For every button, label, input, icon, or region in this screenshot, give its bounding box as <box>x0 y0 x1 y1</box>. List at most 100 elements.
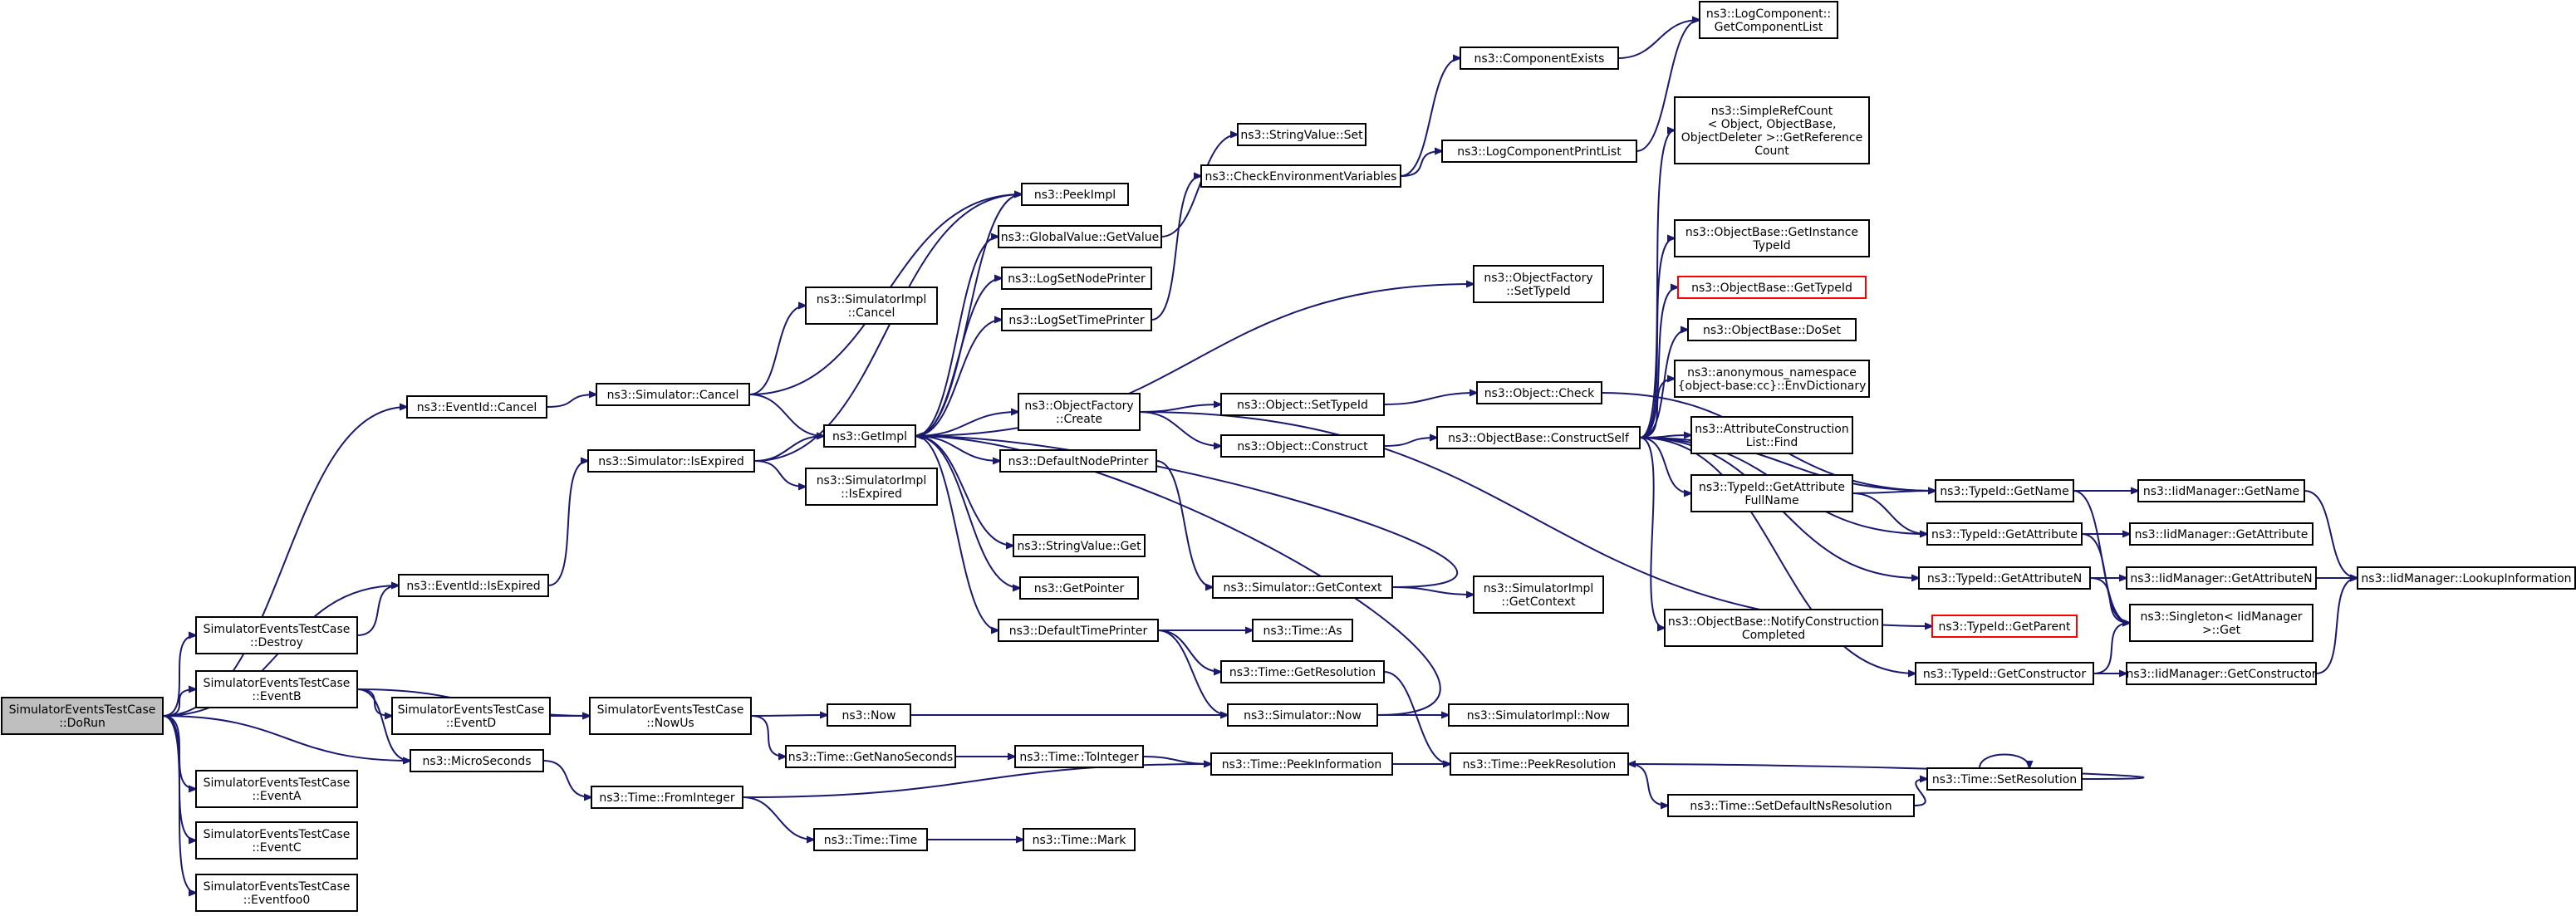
node-label-line: ::GetContext <box>1501 595 1576 609</box>
node-logsettimeprinter[interactable]: ns3::LogSetTimePrinter <box>1001 308 1152 331</box>
node-root[interactable]: SimulatorEventsTestCase::DoRun <box>1 697 164 735</box>
node-box <box>1212 576 1393 599</box>
node-eventfoo0[interactable]: SimulatorEventsTestCase::Eventfoo0 <box>195 874 358 912</box>
node-simimpl-getcontext[interactable]: ns3::SimulatorImpl::GetContext <box>1473 576 1604 614</box>
node-label-line: ns3::PeekImpl <box>1034 189 1116 202</box>
node-simimpl-now[interactable]: ns3::SimulatorImpl::Now <box>1448 703 1629 727</box>
call-edge-eventid-isexpired-to-sim-isexpired <box>547 461 588 586</box>
node-simplerefcount[interactable]: ns3::SimpleRefCount< Object, ObjectBase,… <box>1674 96 1870 164</box>
node-eventa[interactable]: SimulatorEventsTestCase::EventA <box>195 770 358 808</box>
node-iidmanager-getconstructor[interactable]: ns3::IidManager::GetConstructor <box>2126 662 2317 685</box>
node-label-line: ns3::Time::SetDefaultNsResolution <box>1690 800 1892 813</box>
node-logcomponent-getcomponentlist[interactable]: ns3::LogComponent::GetComponentList <box>1699 1 1838 39</box>
node-getimpl[interactable]: ns3::GetImpl <box>823 424 916 448</box>
node-label-line: ns3::TypeId::GetAttribute <box>1699 481 1845 494</box>
node-eventc[interactable]: SimulatorEventsTestCase::EventC <box>195 821 358 860</box>
node-label-line: ns3::EventId::Cancel <box>417 401 537 414</box>
node-iidmanager-getattributen[interactable]: ns3::IidManager::GetAttributeN <box>2126 566 2317 590</box>
node-object-construct[interactable]: ns3::Object::Construct <box>1220 434 1385 458</box>
node-objectfactory-settypeid[interactable]: ns3::ObjectFactory::SetTypeId <box>1473 265 1604 303</box>
call-edge-getimpl-to-logsettimeprinter <box>915 320 1002 437</box>
node-getpointer[interactable]: ns3::GetPointer <box>1019 576 1139 600</box>
node-typeid-getattributen[interactable]: ns3::TypeId::GetAttributeN <box>1918 566 2091 590</box>
node-objectbase-doset[interactable]: ns3::ObjectBase::DoSet <box>1687 318 1857 341</box>
node-box <box>999 449 1157 473</box>
node-envdictionary[interactable]: ns3::anonymous_namespace{object-base:cc}… <box>1674 360 1870 398</box>
node-time-tointeger[interactable]: ns3::Time::ToInteger <box>1014 745 1144 768</box>
node-label-line: ns3::IidManager::GetName <box>2143 485 2299 498</box>
node-box <box>805 287 938 325</box>
node-objectfactory-create[interactable]: ns3::ObjectFactory::Create <box>1018 393 1141 431</box>
node-time-peekresolution[interactable]: ns3::Time::PeekResolution <box>1450 752 1629 776</box>
node-globalvalue-getvalue[interactable]: ns3::GlobalValue::GetValue <box>998 225 1162 248</box>
node-typeid-getparent[interactable]: ns3::TypeId::GetParent <box>1931 615 2078 638</box>
node-label-line: FullName <box>1744 494 1798 507</box>
call-edge-sim-isexpired-to-simimpl-isexpired <box>753 460 806 487</box>
node-checkenvvars[interactable]: ns3::CheckEnvironmentVariables <box>1200 164 1401 188</box>
node-label-line: ns3::Simulator::GetContext <box>1223 581 1382 595</box>
node-eventd[interactable]: SimulatorEventsTestCase::EventD <box>391 697 551 735</box>
node-time-mark[interactable]: ns3::Time::Mark <box>1023 828 1136 851</box>
node-time-getresolution[interactable]: ns3::Time::GetResolution <box>1220 660 1385 683</box>
node-iidmanager-getattribute[interactable]: ns3::IidManager::GetAttribute <box>2129 522 2313 546</box>
node-object-settypeid[interactable]: ns3::Object::SetTypeId <box>1220 393 1385 416</box>
node-box <box>1220 660 1385 683</box>
node-iidmanager-lookupinformation[interactable]: ns3::IidManager::LookupInformation <box>2357 566 2576 590</box>
node-label-line: ns3::Time::ToInteger <box>1019 751 1139 764</box>
node-singleton-get[interactable]: ns3::Singleton< IidManager>::Get <box>2129 604 2313 642</box>
node-box <box>2129 604 2313 642</box>
node-box <box>596 383 750 406</box>
node-logcomponentprintlist[interactable]: ns3::LogComponentPrintList <box>1441 140 1637 163</box>
node-label-line: ns3::Singleton< IidManager <box>2141 610 2303 624</box>
node-typeid-getname[interactable]: ns3::TypeId::GetName <box>1935 479 2074 502</box>
node-iidmanager-getname[interactable]: ns3::IidManager::GetName <box>2137 479 2305 502</box>
node-box <box>195 770 358 808</box>
node-objectbase-gettypeid[interactable]: ns3::ObjectBase::GetTypeId <box>1677 276 1867 299</box>
node-typeid-getconstructor[interactable]: ns3::TypeId::GetConstructor <box>1915 662 2094 685</box>
node-sim-now[interactable]: ns3::Simulator::Now <box>1227 703 1378 727</box>
node-box <box>398 574 549 597</box>
node-stringvalue-set[interactable]: ns3::StringValue::Set <box>1237 123 1367 146</box>
node-nowus[interactable]: SimulatorEventsTestCase::NowUs <box>589 697 752 735</box>
node-time-as[interactable]: ns3::Time::As <box>1252 619 1353 642</box>
node-eventb[interactable]: SimulatorEventsTestCase::EventB <box>195 670 358 708</box>
node-microseconds[interactable]: ns3::MicroSeconds <box>410 749 544 772</box>
node-box <box>1001 308 1152 331</box>
node-destroy[interactable]: SimulatorEventsTestCase::Destroy <box>195 616 358 654</box>
node-box <box>1013 534 1146 557</box>
call-edge-microseconds-to-time-frominteger <box>542 760 591 797</box>
node-simimpl-cancel[interactable]: ns3::SimulatorImpl::Cancel <box>805 287 938 325</box>
node-sim-getcontext[interactable]: ns3::Simulator::GetContext <box>1212 576 1393 599</box>
node-objectbase-notifyconstruction[interactable]: ns3::ObjectBase::NotifyConstructionCompl… <box>1664 609 1883 647</box>
node-defaultnodeprinter[interactable]: ns3::DefaultNodePrinter <box>999 449 1157 473</box>
node-sim-isexpired[interactable]: ns3::Simulator::IsExpired <box>587 449 755 473</box>
node-simimpl-isexpired[interactable]: ns3::SimulatorImpl::IsExpired <box>805 468 938 506</box>
node-eventid-isexpired[interactable]: ns3::EventId::IsExpired <box>398 574 549 597</box>
node-stringvalue-get[interactable]: ns3::StringValue::Get <box>1013 534 1146 557</box>
node-time-peekinformation[interactable]: ns3::Time::PeekInformation <box>1210 752 1393 776</box>
node-time-frominteger[interactable]: ns3::Time::FromInteger <box>591 786 743 809</box>
node-peekimpl[interactable]: ns3::PeekImpl <box>1021 183 1129 206</box>
node-object-check[interactable]: ns3::Object::Check <box>1476 381 1602 404</box>
node-logsetnodeprinter[interactable]: ns3::LogSetNodePrinter <box>1001 267 1152 290</box>
node-objectbase-constructself[interactable]: ns3::ObjectBase::ConstructSelf <box>1436 426 1641 449</box>
node-label-line: ns3::AttributeConstruction <box>1695 423 1848 436</box>
call-edge-objectbase-constructself-to-objectbase-getinstancetypeid <box>1639 238 1675 438</box>
node-componentexists[interactable]: ns3::ComponentExists <box>1460 47 1619 70</box>
call-edge-time-getresolution-to-time-peekresolution <box>1383 671 1450 764</box>
node-sim-cancel[interactable]: ns3::Simulator::Cancel <box>596 383 750 406</box>
node-defaulttimeprinter[interactable]: ns3::DefaultTimePrinter <box>998 619 1159 642</box>
node-time-setresolution[interactable]: ns3::Time::SetResolution <box>1926 767 2083 791</box>
node-time-getnanoseconds[interactable]: ns3::Time::GetNanoSeconds <box>785 745 956 768</box>
node-now[interactable]: ns3::Now <box>827 703 911 727</box>
node-label-line: SimulatorEventsTestCase <box>398 703 545 717</box>
node-time-time[interactable]: ns3::Time::Time <box>813 828 928 851</box>
node-typeid-getattribute[interactable]: ns3::TypeId::GetAttribute <box>1926 522 2083 546</box>
node-time-setdefaultnsresolution[interactable]: ns3::Time::SetDefaultNsResolution <box>1667 794 1915 817</box>
node-label-line: ns3::EventId::IsExpired <box>406 580 540 593</box>
node-eventid-cancel[interactable]: ns3::EventId::Cancel <box>406 395 547 419</box>
node-label-line: ns3::GlobalValue::GetValue <box>1001 231 1159 244</box>
